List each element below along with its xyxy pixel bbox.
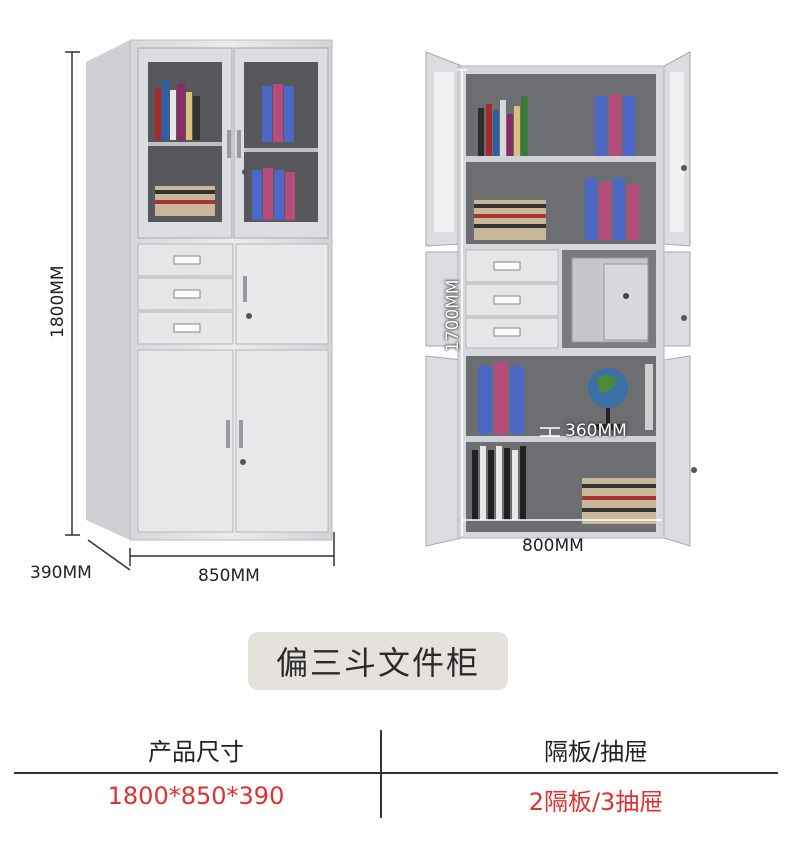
width-outer-label: 850MM — [198, 566, 260, 586]
spec-header-shelves: 隔板/抽屉 — [543, 738, 649, 766]
spec-divider-vertical — [380, 730, 382, 818]
height-outer-label: 1800MM — [48, 265, 68, 338]
shelf-gap-label: 360MM — [565, 421, 627, 441]
depth-label: 390MM — [30, 563, 92, 583]
height-inner-label: 1700MM — [443, 279, 463, 352]
spec-divider-horizontal — [14, 772, 778, 774]
closed-cabinet — [65, 39, 335, 571]
spec-header-size: 产品尺寸 — [148, 738, 244, 766]
width-inner-label: 800MM — [522, 536, 584, 556]
spec-value-size: 1800*850*390 — [107, 782, 285, 810]
product-title: 偏三斗文件柜 — [248, 632, 508, 690]
product-illustration — [65, 39, 697, 571]
spec-value-shelves: 2隔板/3抽屉 — [528, 788, 664, 816]
open-cabinet — [425, 51, 697, 547]
spec-table: 产品尺寸 隔板/抽屉 1800*850*390 2隔板/3抽屉 — [14, 730, 778, 820]
